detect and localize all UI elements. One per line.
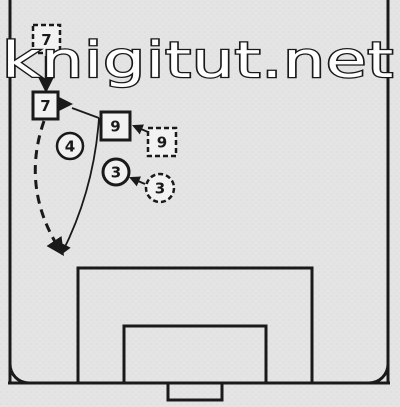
player-circle-dashed	[144, 172, 176, 204]
dashed-run-7	[33, 120, 64, 256]
player-9: 9	[99, 110, 132, 142]
player-square	[99, 110, 132, 142]
player-7-start: 7	[31, 23, 62, 55]
player-number: 9	[157, 134, 167, 152]
player-3-start: 3	[144, 172, 176, 204]
player-number: 3	[111, 164, 121, 182]
player-number: 4	[65, 138, 75, 156]
pitch-lines	[8, 0, 390, 402]
pass-line-7-to-9	[71, 107, 100, 119]
player-number: 3	[155, 180, 165, 198]
player-circle	[55, 131, 85, 161]
arrow-9-move	[132, 124, 149, 135]
player-3: 3	[101, 157, 131, 187]
arrow-3-move	[129, 176, 146, 187]
player-square	[31, 90, 60, 121]
corner-arc-left	[8, 363, 30, 385]
goal	[166, 381, 224, 402]
player-9-start: 9	[146, 126, 178, 158]
player-square-dashed	[146, 126, 178, 158]
player-number: 7	[41, 31, 51, 49]
player-circle	[101, 157, 131, 187]
watermark-text: knigitut.net	[2, 32, 394, 89]
player-4: 4	[55, 131, 85, 161]
player-7: 7	[31, 90, 60, 121]
corner-arc-right	[368, 363, 390, 385]
player-number: 9	[110, 118, 120, 136]
cross-path-4	[61, 117, 100, 255]
player-square-dashed	[31, 23, 62, 55]
player-number: 7	[40, 97, 50, 115]
movement-arrows	[33, 56, 149, 256]
